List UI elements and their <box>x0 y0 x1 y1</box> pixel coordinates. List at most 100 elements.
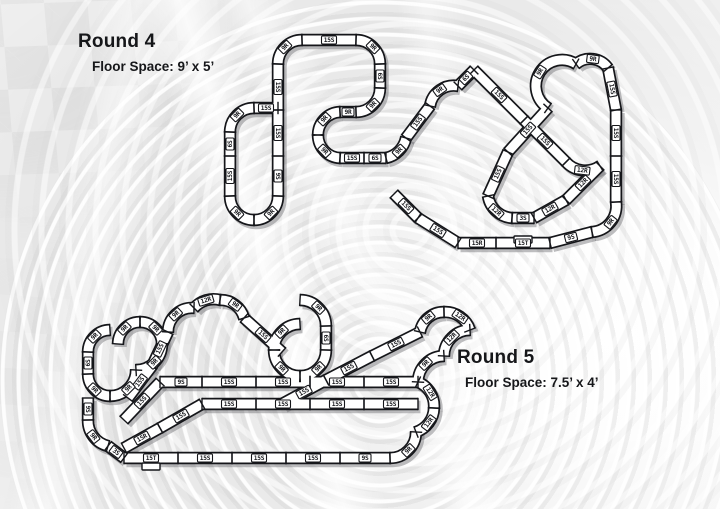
track-piece-label: 15T <box>514 238 532 248</box>
track-piece-label: 9R <box>86 429 101 444</box>
svg-text:15S: 15S <box>274 82 281 93</box>
track-piece-label: 15S <box>254 326 272 344</box>
svg-text:9R: 9R <box>313 303 323 313</box>
svg-text:15S: 15S <box>298 386 311 397</box>
svg-text:9R: 9R <box>150 357 160 367</box>
svg-text:9R: 9R <box>150 324 160 334</box>
track-piece-label: 3S <box>516 213 530 223</box>
track-piece-label: 9R <box>87 329 102 344</box>
round4-heading: Round 4 <box>78 31 156 52</box>
svg-text:6S: 6S <box>461 73 471 83</box>
svg-text:15S: 15S <box>607 83 616 95</box>
svg-text:15S: 15S <box>200 455 211 462</box>
svg-text:6S: 6S <box>227 140 234 148</box>
round5-heading: Round 5 <box>457 347 535 368</box>
svg-text:3S: 3S <box>519 215 527 222</box>
svg-text:9R: 9R <box>171 309 181 319</box>
track-piece-label: 6S <box>225 137 235 151</box>
svg-text:15S: 15S <box>175 410 188 422</box>
track-piece-label: 15S <box>382 377 400 387</box>
track-piece-label: 15S <box>273 124 283 142</box>
track-piece-label: 9R <box>229 205 245 221</box>
svg-text:15S: 15S <box>390 339 403 350</box>
svg-text:15S: 15S <box>332 401 343 408</box>
track-piece-label: 9R <box>168 307 183 322</box>
track-piece-label: 15S <box>606 80 618 98</box>
track-piece-label: 9R <box>87 382 102 397</box>
svg-text:9R: 9R <box>232 110 242 120</box>
svg-text:9R: 9R <box>120 323 130 333</box>
track-piece-label: 9R <box>586 53 600 65</box>
svg-text:9R: 9R <box>368 100 378 110</box>
track-piece-label: 15S <box>382 399 400 409</box>
track-piece-label: 9R <box>421 310 436 325</box>
svg-text:9R: 9R <box>124 383 134 393</box>
track-piece-label: 9R <box>277 39 293 55</box>
track-piece-label: 15R <box>133 430 151 446</box>
track-piece-label: 15S <box>257 103 275 113</box>
track-piece-label: 15S <box>273 78 283 96</box>
svg-text:15S: 15S <box>254 455 265 462</box>
track-piece-label: 15S <box>387 336 405 352</box>
track-piece-label: 9R <box>317 143 332 159</box>
svg-text:15S: 15S <box>332 379 343 386</box>
svg-text:15S: 15S <box>493 167 504 180</box>
svg-text:9R: 9R <box>89 385 99 395</box>
round4-floor-space: Floor Space: 9’ x 5’ <box>92 59 215 74</box>
round5-title-block: Round 5 Floor Space: 7.5’ x 4’ <box>457 348 599 390</box>
track-piece-label: 9S <box>83 402 93 416</box>
track-piece-label: 15S <box>328 377 346 387</box>
svg-text:6S: 6S <box>322 334 329 342</box>
track-piece-label: 15T <box>142 453 160 463</box>
track-piece-label: 15S <box>274 399 292 409</box>
track-piece-label: 9R <box>401 443 416 458</box>
track-piece-label: 9R <box>432 83 448 97</box>
track-piece-label: 9R <box>311 300 326 315</box>
track-piece-label: 15S <box>491 165 505 183</box>
track-piece-label: 12R <box>197 294 215 307</box>
track-piece-label: 15S <box>295 384 313 400</box>
track-piece-label: 6S <box>83 356 93 370</box>
track-piece-label: 9R <box>274 361 289 376</box>
track-piece-label: 6S <box>375 69 385 83</box>
round4-title-block: Round 4 Floor Space: 9’ x 5’ <box>78 32 214 74</box>
svg-text:6S: 6S <box>376 72 383 80</box>
svg-text:9R: 9R <box>368 42 378 52</box>
svg-text:15S: 15S <box>432 225 445 237</box>
track-piece-label: 15S <box>429 223 447 238</box>
svg-text:6S: 6S <box>371 155 379 162</box>
svg-text:9R: 9R <box>232 208 242 218</box>
track-piece-label: 9S <box>358 453 372 463</box>
track-piece-label: 15S <box>220 399 238 409</box>
svg-text:15S: 15S <box>324 37 335 44</box>
svg-text:15S: 15S <box>278 379 289 386</box>
track-piece-label: 9R <box>229 107 245 123</box>
svg-text:15S: 15S <box>224 379 235 386</box>
track-piece-label: 15S <box>328 399 346 409</box>
track-piece-label: 9R <box>317 111 332 127</box>
track-piece-label: 15S <box>490 86 508 104</box>
svg-text:9R: 9R <box>421 359 431 369</box>
svg-text:9R: 9R <box>606 217 616 227</box>
svg-text:15S: 15S <box>347 155 358 162</box>
round5-floor-space: Floor Space: 7.5’ x 4’ <box>465 375 599 390</box>
track-piece-label: 15S <box>172 408 190 424</box>
svg-text:15T: 15T <box>518 240 529 247</box>
track-piece-label: 9R <box>391 143 407 159</box>
svg-text:15S: 15S <box>343 362 356 373</box>
svg-text:15S: 15S <box>261 105 272 112</box>
track-piece-label: 9R <box>365 39 381 55</box>
track-piece-label: 15S <box>274 377 292 387</box>
svg-text:15S: 15S <box>612 174 619 185</box>
track-piece-label: 6S <box>321 331 331 345</box>
svg-text:15S: 15S <box>227 170 234 181</box>
track-piece-label: 12R <box>541 201 559 217</box>
track-piece-label: 12R <box>422 383 438 401</box>
svg-text:15R: 15R <box>472 240 483 247</box>
track-piece-label: 15S <box>340 360 358 376</box>
svg-text:9S: 9S <box>84 405 91 413</box>
track-piece-label: 15S <box>196 453 214 463</box>
track-piece-label: 9R <box>418 356 433 371</box>
svg-text:15S: 15S <box>386 401 397 408</box>
